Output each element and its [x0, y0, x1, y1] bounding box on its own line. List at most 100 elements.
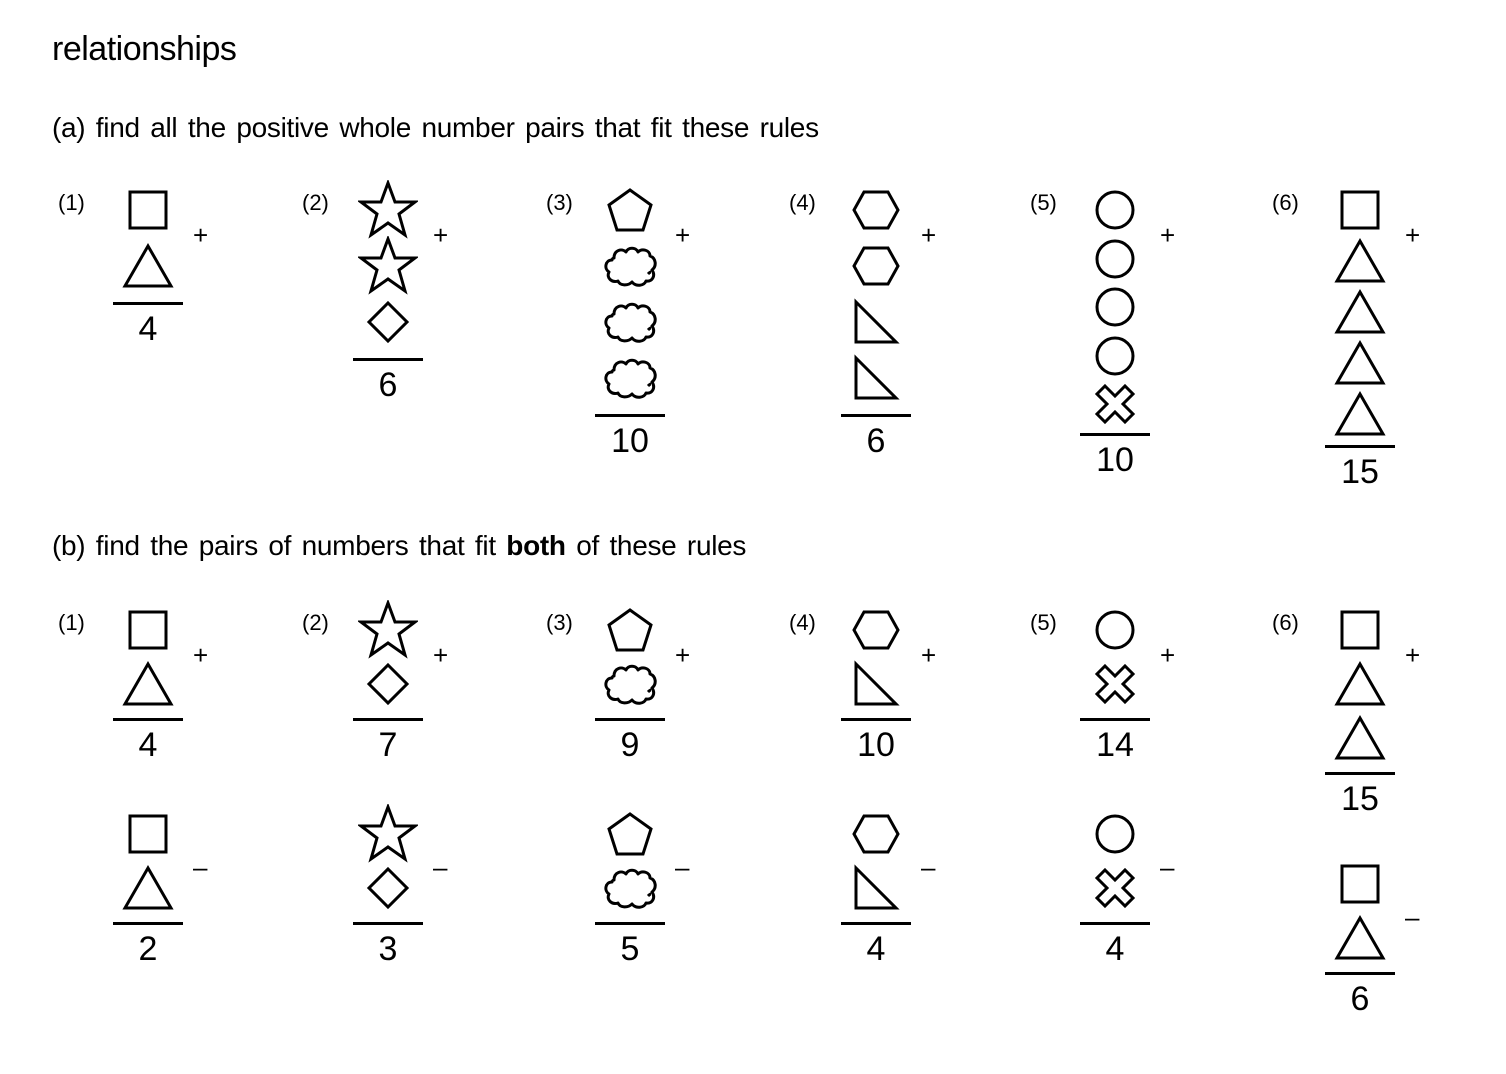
answer-rule	[841, 922, 911, 925]
result-value: 14	[1096, 726, 1134, 764]
hexagon-icon	[850, 608, 902, 652]
result-value: 5	[620, 930, 640, 968]
result-value: 15	[1341, 780, 1379, 818]
star-icon	[358, 236, 418, 296]
problem-label: (3)	[546, 610, 573, 635]
answer-rule	[841, 718, 911, 721]
triangle-icon	[1334, 915, 1386, 961]
circle-icon	[1093, 334, 1137, 378]
star-icon	[358, 804, 418, 864]
cross-icon	[1093, 866, 1137, 910]
circle-icon	[1093, 608, 1137, 652]
square-icon	[126, 812, 170, 856]
plus-operator: +	[921, 220, 937, 250]
problem-label: (4)	[789, 610, 816, 635]
plus-operator: +	[1160, 640, 1176, 670]
answer-rule	[113, 302, 183, 305]
triangle-icon	[1334, 340, 1386, 386]
result-value: 3	[378, 930, 398, 968]
cloud-icon	[602, 866, 658, 910]
diamond-icon	[366, 300, 410, 344]
circle-icon	[1093, 237, 1137, 281]
minus-operator: –	[675, 852, 690, 882]
result-value: 4	[1105, 930, 1125, 968]
right-triangle-icon	[852, 660, 900, 708]
cloud-icon	[602, 300, 658, 344]
circle-icon	[1093, 285, 1137, 329]
hexagon-icon	[850, 812, 902, 856]
triangle-icon	[1334, 391, 1386, 437]
answer-rule	[353, 358, 423, 361]
square-icon	[126, 608, 170, 652]
result-value: 2	[138, 930, 158, 968]
triangle-icon	[1334, 289, 1386, 335]
result-value: 4	[138, 310, 158, 348]
result-value: 7	[378, 726, 398, 764]
answer-rule	[353, 922, 423, 925]
result-value: 10	[611, 422, 649, 460]
answer-rule	[1080, 432, 1150, 436]
answer-rule	[1325, 772, 1395, 775]
square-icon	[1338, 608, 1382, 652]
minus-operator: –	[921, 852, 936, 882]
cloud-icon	[602, 356, 658, 400]
page-title: relationships	[52, 30, 237, 68]
problem-label: (6)	[1272, 610, 1299, 635]
answer-rule	[1325, 445, 1395, 448]
triangle-icon	[122, 865, 174, 911]
triangle-icon	[1334, 238, 1386, 284]
pentagon-icon	[606, 811, 654, 857]
circle-icon	[1093, 188, 1137, 232]
answer-rule	[353, 718, 423, 721]
problem-label: (3)	[546, 190, 573, 215]
part-b-instruction: (b) find the pairs of numbers that fit b…	[52, 530, 747, 561]
minus-operator: –	[1405, 902, 1420, 932]
part-a-instruction: (a) find all the positive whole number p…	[52, 112, 819, 143]
problem-label: (4)	[789, 190, 816, 215]
problem-label: (2)	[302, 610, 329, 635]
plus-operator: +	[675, 220, 691, 250]
right-triangle-icon	[852, 298, 900, 346]
problem-label: (5)	[1030, 610, 1057, 635]
problem-label: (6)	[1272, 190, 1299, 215]
answer-rule	[1080, 922, 1150, 925]
triangle-icon	[1334, 715, 1386, 761]
answer-rule	[595, 922, 665, 925]
problem-label: (1)	[58, 190, 85, 215]
hexagon-icon	[850, 188, 902, 232]
triangle-icon	[1334, 661, 1386, 707]
result-value: 6	[1350, 980, 1370, 1018]
result-value: 6	[866, 422, 886, 460]
triangle-icon	[122, 243, 174, 289]
answer-rule	[595, 414, 665, 417]
cloud-icon	[602, 662, 658, 706]
minus-operator: –	[1160, 852, 1175, 882]
star-icon	[358, 180, 418, 240]
answer-rule	[1080, 718, 1150, 721]
answer-rule	[595, 718, 665, 721]
emphasis-both: both	[506, 530, 566, 561]
problem-label: (2)	[302, 190, 329, 215]
answer-rule	[841, 414, 911, 417]
problem-label: (5)	[1030, 190, 1057, 215]
plus-operator: +	[193, 640, 209, 670]
cloud-icon	[602, 244, 658, 288]
result-value: 15	[1341, 453, 1379, 491]
result-value: 4	[138, 726, 158, 764]
plus-operator: +	[433, 220, 449, 250]
star-icon	[358, 600, 418, 660]
minus-operator: –	[433, 852, 448, 882]
result-value: 9	[620, 726, 640, 764]
result-value: 10	[1096, 440, 1134, 479]
circle-icon	[1093, 812, 1137, 856]
diamond-icon	[366, 662, 410, 706]
plus-operator: +	[193, 220, 209, 250]
answer-rule	[1325, 972, 1395, 975]
triangle-icon	[122, 661, 174, 707]
cross-icon	[1093, 662, 1137, 706]
cross-icon	[1093, 382, 1137, 426]
pentagon-icon	[606, 187, 654, 233]
pentagon-icon	[606, 607, 654, 653]
diamond-icon	[366, 866, 410, 910]
plus-operator: +	[1160, 220, 1176, 250]
